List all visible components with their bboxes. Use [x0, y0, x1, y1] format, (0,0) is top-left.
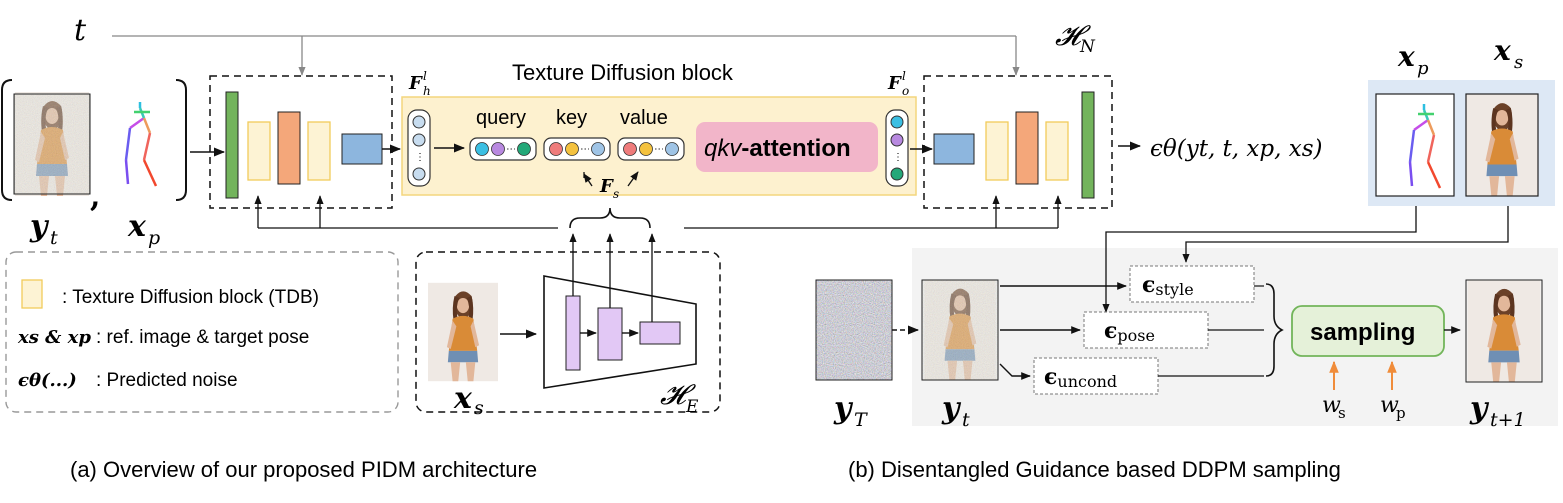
right-unet-block [923, 75, 1113, 209]
sampling-label: sampling [1310, 319, 1415, 346]
legend-noise-prefix: ϵθ(...) [18, 370, 77, 391]
xp-label: x p [127, 209, 160, 249]
legend-box [5, 251, 399, 413]
legend-tdb-text: : Texture Diffusion block (TDB) [62, 287, 319, 308]
encoder-layer-3 [639, 321, 681, 345]
person-photo-icon [428, 282, 498, 382]
fs-label: F s [599, 176, 619, 201]
he-label: 𝓗 E [660, 378, 699, 417]
xs-right-label: x s [1493, 34, 1523, 73]
pose-skeleton-icon [124, 102, 158, 187]
eps-pose-box [1083, 311, 1209, 349]
svg-text:x: x [1397, 40, 1415, 73]
ws-label: w s [1322, 393, 1346, 422]
left-blue-layer [341, 133, 383, 165]
legend-ref-prefix: xs & xp [17, 327, 91, 348]
svg-text:F: F [599, 176, 614, 197]
svg-text:E: E [685, 397, 699, 417]
wp-label: w p [1380, 393, 1406, 422]
left-orange-layer [277, 111, 301, 185]
noisy-image-icon [13, 92, 91, 196]
svg-text:s: s [1338, 404, 1346, 422]
svg-text:F: F [408, 73, 423, 94]
left-tdb-1 [247, 121, 271, 181]
xp-right-label: x p [1397, 40, 1429, 79]
svg-text:N: N [1079, 37, 1096, 57]
svg-text:o: o [902, 84, 909, 98]
svg-text:t: t [50, 227, 58, 249]
svg-text:⋮: ⋮ [415, 152, 425, 163]
ref-person-icon [1465, 93, 1539, 197]
caption-a: (a) Overview of our proposed PIDM archit… [70, 457, 537, 482]
svg-text:t+1: t+1 [1490, 409, 1526, 431]
eps-uncond-box [1033, 357, 1159, 395]
legend-noise-text: : Predicted noise [96, 370, 238, 391]
right-green-layer [1081, 91, 1095, 199]
svg-text:x: x [1493, 34, 1511, 67]
pose-skeleton-right-icon [1408, 104, 1442, 189]
svg-text:x: x [127, 209, 147, 244]
svg-text:⋮: ⋮ [893, 152, 903, 163]
svg-text:l: l [423, 69, 427, 83]
value-label: value [620, 107, 668, 129]
noisy-yt-icon [921, 279, 999, 381]
svg-text:y: y [1469, 391, 1490, 426]
eps-style-box [1129, 265, 1255, 303]
output-person-icon [1465, 279, 1543, 383]
svg-text:s: s [1514, 52, 1523, 73]
legend-ref-text: : ref. image & target pose [96, 327, 309, 348]
pure-noise-icon [815, 279, 893, 381]
sampling-box [1291, 305, 1445, 357]
fh-feature-vector [407, 109, 431, 187]
comma-label: , [90, 179, 100, 214]
svg-text:s: s [474, 397, 484, 419]
left-unet-block [209, 75, 393, 209]
tdb-title: Texture Diffusion block [512, 60, 734, 85]
encoder-layer-1 [565, 295, 581, 371]
svg-text:y: y [833, 391, 854, 426]
right-tdb-1 [985, 121, 1009, 181]
svg-text:p: p [1417, 58, 1429, 79]
right-orange-layer [1015, 111, 1039, 185]
key-label: key [556, 107, 587, 129]
fs-brace [569, 207, 651, 229]
fo-label: F o l [887, 69, 909, 98]
left-tdb-2 [307, 121, 331, 181]
fo-feature-vector [885, 109, 909, 187]
svg-text:y: y [29, 209, 50, 244]
yt2-label: y t [941, 391, 970, 431]
svg-text:T: T [854, 409, 868, 431]
svg-text:F: F [887, 73, 902, 94]
svg-text:w: w [1322, 393, 1341, 418]
sampling-brace [1265, 283, 1284, 377]
eps-output-label: ϵθ(yt, t, xp, xs) [1150, 136, 1323, 162]
svg-text:p: p [148, 227, 160, 249]
svg-text:h: h [423, 84, 431, 98]
svg-text:s: s [613, 187, 619, 201]
hn-label: 𝓗 N [1055, 19, 1096, 57]
caption-b: (b) Disentangled Guidance based DDPM sam… [848, 457, 1341, 482]
svg-text:t: t [962, 409, 970, 431]
left-green-layer [225, 91, 239, 199]
svg-text:y: y [941, 391, 962, 426]
encoder-layer-2 [597, 307, 623, 361]
xs-label: x s [453, 381, 484, 419]
qkv-attention-label: qkv-attention [704, 135, 851, 162]
query-label: query [476, 107, 526, 129]
svg-text:l: l [902, 69, 906, 83]
right-blue-layer [933, 133, 975, 165]
t-label: t [74, 13, 87, 48]
qkv-attention-box [696, 122, 878, 172]
yt1-label: y t+1 [1469, 391, 1526, 431]
legend-tdb-swatch [21, 279, 43, 309]
svg-text:x: x [453, 381, 473, 416]
yt-label: y t [29, 209, 58, 249]
right-tdb-2 [1045, 121, 1069, 181]
svg-text:w: w [1380, 393, 1399, 418]
fh-label: F h l [408, 69, 431, 98]
yT-label: y T [833, 391, 868, 431]
svg-text:p: p [1396, 404, 1406, 422]
input-group: y t , x p [1, 79, 187, 249]
